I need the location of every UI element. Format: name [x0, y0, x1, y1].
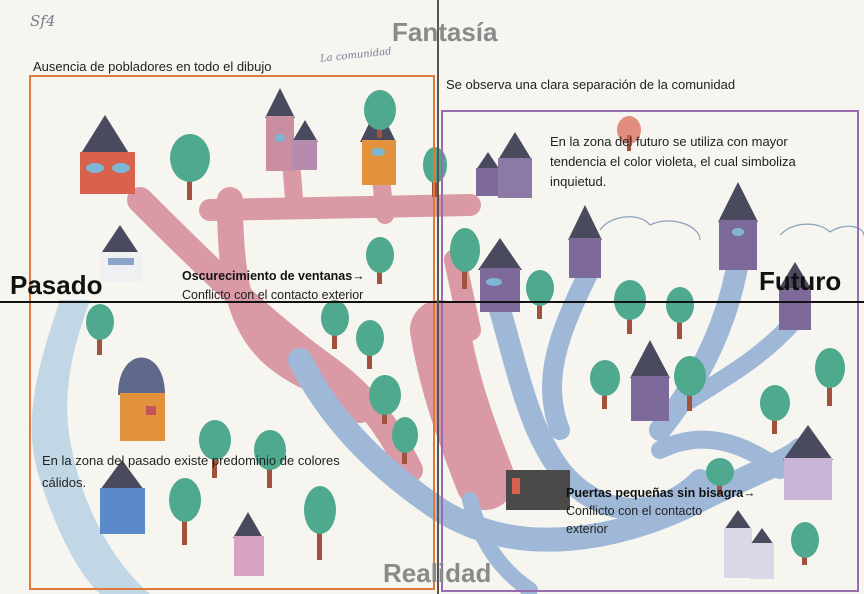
house-white: [100, 225, 142, 282]
trees: [86, 90, 845, 565]
house-pink-tall: [265, 88, 318, 171]
arrow-icon: →: [743, 486, 756, 500]
house-violet-bottom-right: [783, 425, 833, 500]
house-warm-1: [80, 115, 135, 194]
house-small-pair: [724, 510, 774, 579]
vertical-axis-line: [437, 0, 439, 594]
sheet-code: Sf4: [30, 12, 56, 30]
note-windows-title: Oscurecimiento de ventanas: [182, 269, 353, 283]
house-dome-orange: [118, 357, 165, 441]
blue-roads: [288, 239, 812, 594]
note-windows: Oscurecimiento de ventanas→ Conflicto co…: [182, 266, 365, 305]
note-future-violet-line-2: tendencia el color violeta, el cual simb…: [550, 154, 796, 169]
axis-label-right: Futuro: [759, 266, 842, 296]
past-frame: [29, 75, 435, 590]
note-doors: Puertas pequeñas sin bisagra→ Conflicto …: [566, 484, 756, 538]
note-doors-title: Puertas pequeñas sin bisagra: [566, 486, 744, 500]
note-separation: Se observa una clara separación de la co…: [446, 77, 736, 92]
arrow-icon: →: [352, 269, 365, 283]
clouds: [599, 216, 864, 241]
house-blue: [100, 460, 145, 534]
river: [31, 300, 150, 594]
horizontal-axis-line: [0, 301, 864, 303]
house-violet-top: [476, 132, 532, 198]
house-violet-mid: [568, 205, 602, 278]
house-violet-center: [630, 340, 670, 421]
note-no-inhabitants: Ausencia de pobladores en todo el dibujo: [33, 59, 272, 74]
house-small-pink: [233, 512, 264, 576]
house-violet-left: [478, 238, 522, 312]
note-future-violet-line-1: En la zona del futuro se utiliza con may…: [550, 134, 788, 149]
axis-label-top: Fantasía: [392, 17, 498, 47]
note-doors-conflict-line-1: Conflicto con el contacto: [566, 504, 703, 518]
note-windows-conflict: Conflicto con el contacto exterior: [182, 288, 364, 302]
house-violet-tall: [718, 182, 758, 270]
axis-label-left: Pasado: [10, 270, 103, 300]
pink-roads: [127, 141, 515, 510]
axis-label-bottom: Realidad: [383, 558, 492, 588]
future-frame: [441, 110, 859, 592]
note-past-warm-line-2: cálidos.: [42, 475, 87, 490]
note-doors-conflict-line-2: exterior: [566, 522, 608, 536]
note-future-violet: En la zona del futuro se utiliza con may…: [550, 132, 796, 192]
note-past-warm: En la zona del pasado existe predominio …: [42, 450, 340, 494]
note-future-violet-line-3: inquietud.: [550, 174, 607, 189]
note-past-warm-line-1: En la zona del pasado existe predominio …: [42, 453, 340, 468]
house-violet-right: [778, 262, 812, 330]
house-orange: [360, 105, 396, 185]
